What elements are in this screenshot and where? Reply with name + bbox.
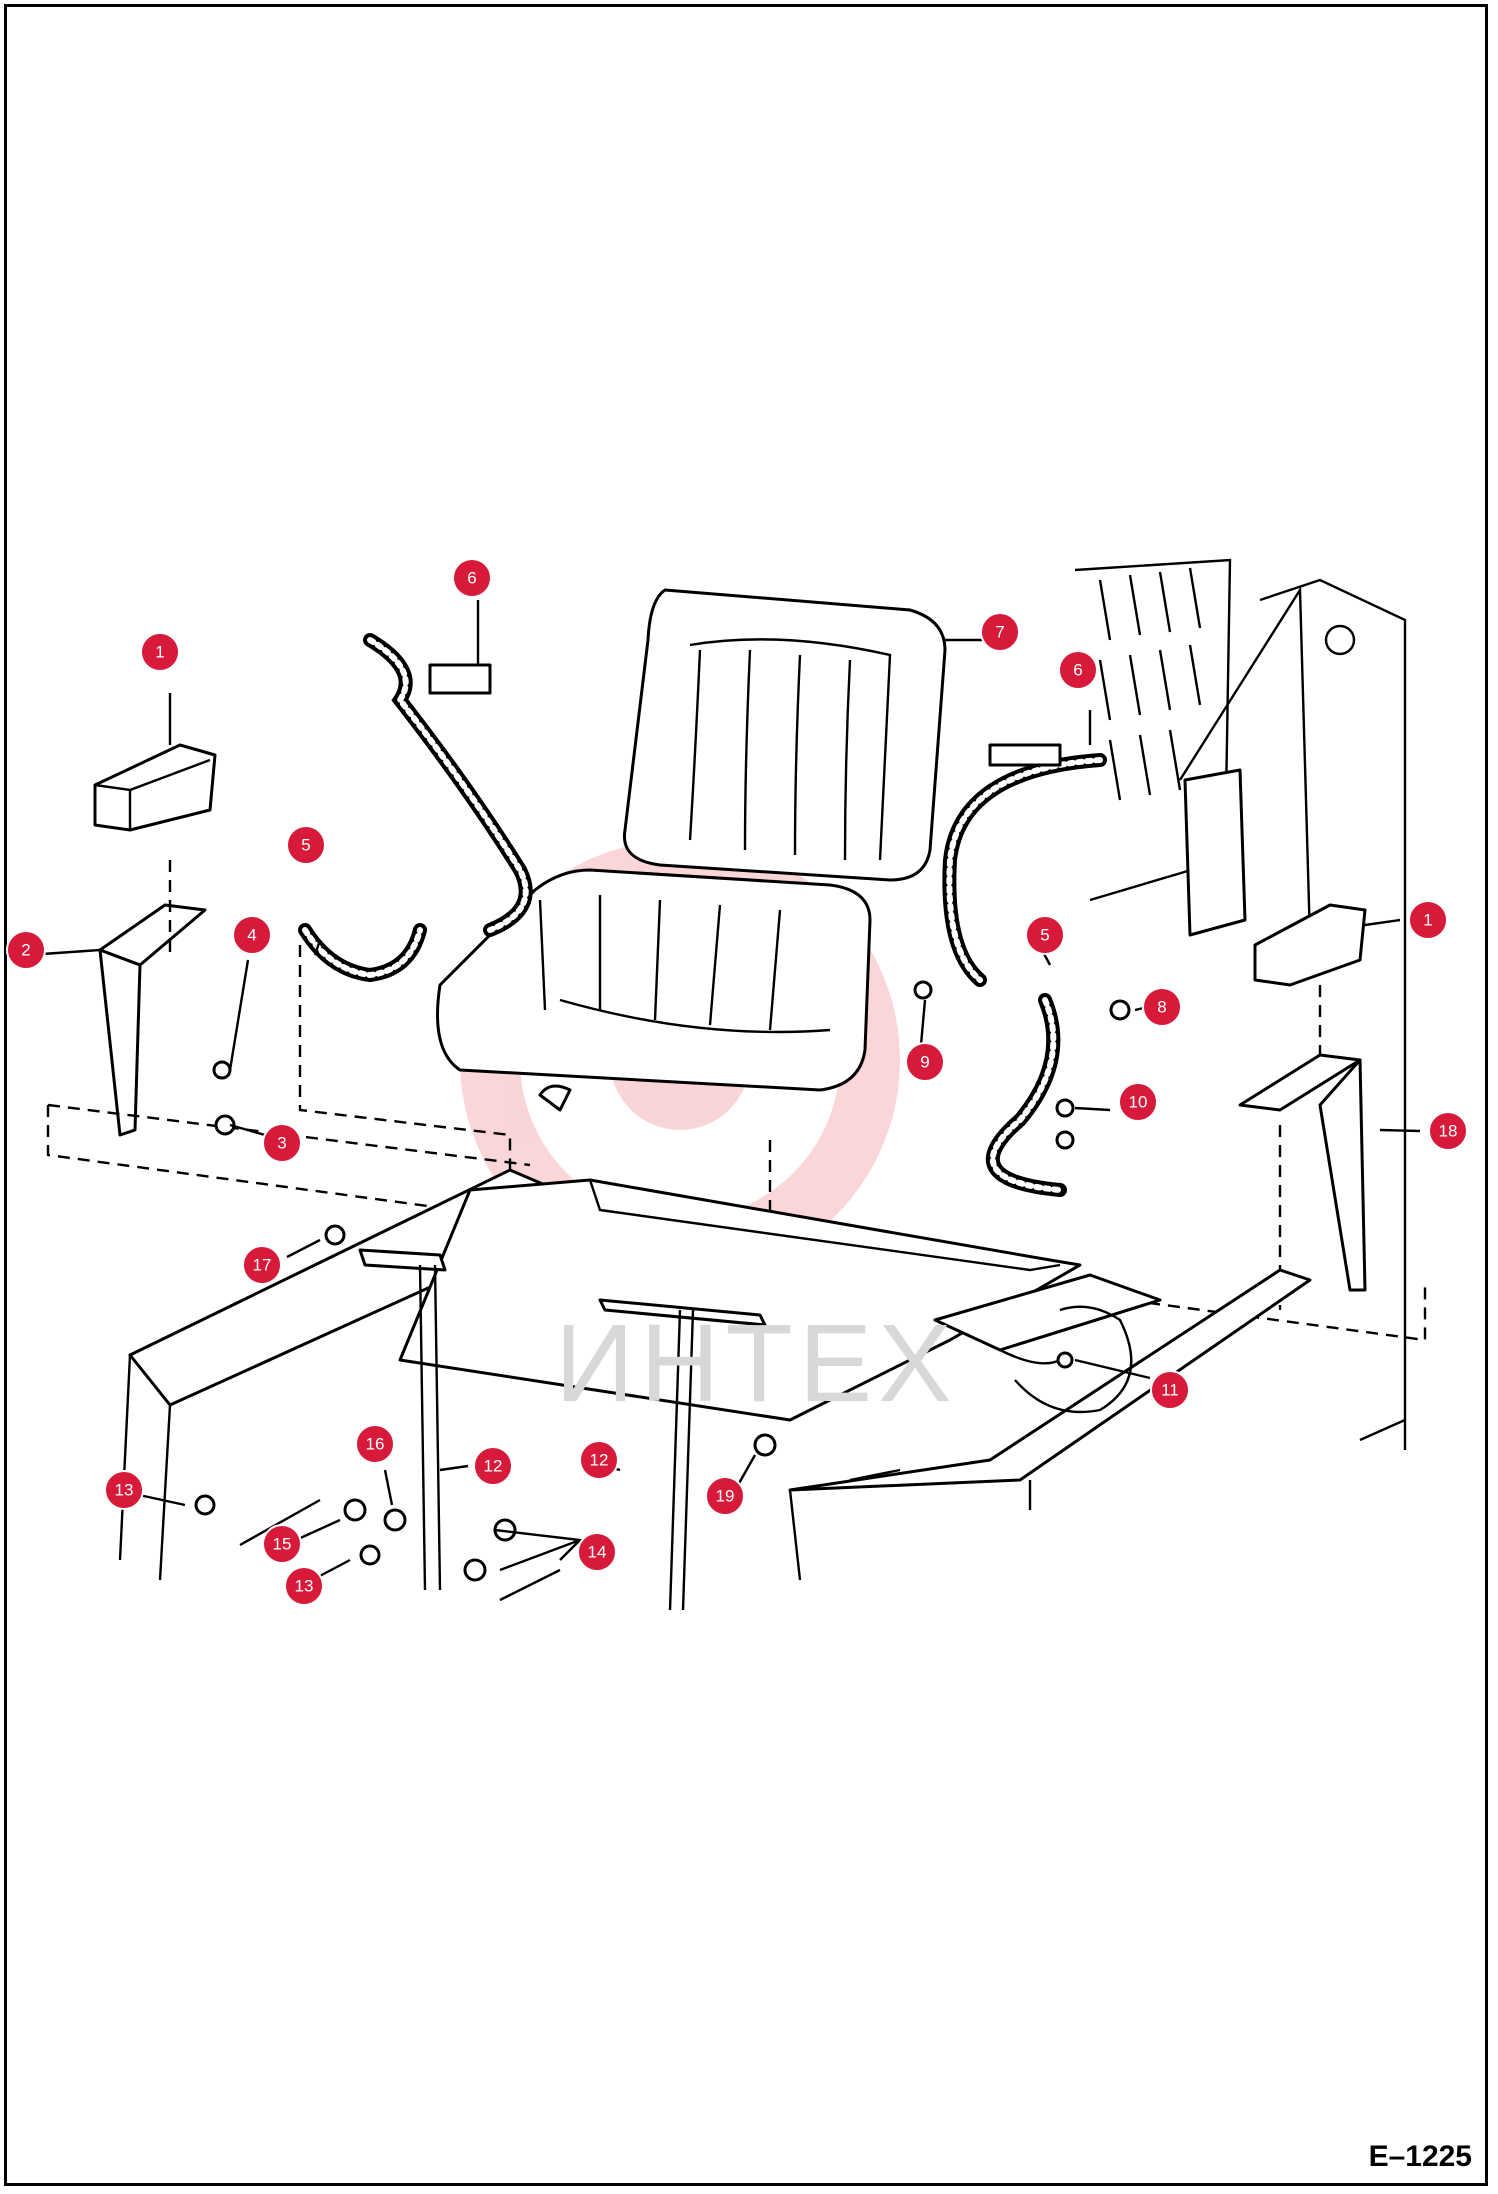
callout-marker (579, 1440, 619, 1480)
seat-belt-right-long (942, 743, 1107, 987)
callout-5: 5 (1025, 915, 1065, 955)
callout-label: 1 (155, 643, 164, 662)
callout-label: 12 (484, 1457, 503, 1476)
drawing-frame (4, 4, 1488, 2186)
callout-label: 11 (1161, 1381, 1179, 1400)
callout-marker (1428, 1111, 1468, 1151)
callout-marker (1150, 1370, 1190, 1410)
callout-label: 6 (1073, 661, 1082, 680)
seat-belt-left-short (298, 923, 427, 983)
callout-label: 16 (366, 1435, 385, 1454)
callout-marker (262, 1123, 302, 1163)
callout-18: 18 (1428, 1111, 1468, 1151)
callout-marker (286, 825, 326, 865)
armrest-bracket-right (1238, 1053, 1367, 1292)
callout-label: 2 (21, 941, 30, 960)
vent-grille (1074, 558, 1232, 902)
callout-label: 12 (590, 1451, 609, 1470)
callout-14: 14 (577, 1532, 617, 1572)
callout-marker (705, 1476, 745, 1516)
callout-19: 19 (705, 1476, 745, 1516)
callout-label: 13 (115, 1481, 134, 1500)
callout-label: 5 (1040, 926, 1049, 945)
callout-15: 15 (262, 1524, 302, 1564)
callout-8: 8 (1142, 987, 1182, 1027)
callout-1: 1 (140, 632, 180, 672)
callout-marker (473, 1446, 513, 1486)
callout-marker (140, 632, 180, 672)
callout-4: 4 (232, 915, 272, 955)
callout-marker (104, 1470, 144, 1510)
callout-label: 8 (1157, 998, 1166, 1017)
callout-label: 17 (253, 1256, 272, 1275)
callout-6: 6 (1058, 650, 1098, 690)
callout-marker (355, 1424, 395, 1464)
seat-frame (118, 1168, 1312, 1602)
callout-6: 6 (452, 558, 492, 598)
callout-7: 7 (980, 612, 1020, 652)
callout-marker (262, 1524, 302, 1564)
callout-label: 4 (247, 926, 256, 945)
callout-11: 11 (1150, 1370, 1190, 1410)
armrest-bracket-left (98, 903, 207, 1137)
callout-label: 1 (1423, 911, 1432, 930)
callout-label: 13 (295, 1577, 314, 1596)
callout-marker (1025, 915, 1065, 955)
seat-belt-left-long (363, 633, 533, 937)
callout-9: 9 (905, 1042, 945, 1082)
callout-marker (452, 558, 492, 598)
callout-label: 15 (273, 1535, 292, 1554)
seat-cushion (436, 868, 872, 1112)
fasteners (194, 980, 1131, 1582)
callout-marker (905, 1042, 945, 1082)
armrest-pad-right (1253, 903, 1367, 987)
callout-12: 12 (473, 1446, 513, 1486)
callout-3: 3 (262, 1123, 302, 1163)
callout-marker (1142, 987, 1182, 1027)
callout-marker (1408, 900, 1448, 940)
watermark-text: ИНТЕХ (555, 1302, 958, 1425)
callout-label: 5 (301, 836, 310, 855)
armrest-pad-left (93, 743, 217, 832)
callout-13: 13 (284, 1566, 324, 1606)
callout-16: 16 (355, 1424, 395, 1464)
callout-label: 7 (995, 623, 1004, 642)
callout-label: 9 (920, 1053, 929, 1072)
figure-code: E–1225 (1368, 2140, 1472, 2173)
seat-belt-right-short (985, 993, 1067, 1197)
callout-label: 19 (716, 1487, 735, 1506)
callout-5: 5 (286, 825, 326, 865)
callout-marker (577, 1532, 617, 1572)
callout-marker (242, 1245, 282, 1285)
seat-back (622, 588, 947, 882)
callout-13: 13 (104, 1470, 144, 1510)
callout-marker (980, 612, 1020, 652)
callout-12: 12 (579, 1440, 619, 1480)
callout-marker (1118, 1082, 1158, 1122)
callout-label: 10 (1129, 1093, 1148, 1112)
callout-marker (284, 1566, 324, 1606)
callout-marker (1058, 650, 1098, 690)
callout-label: 6 (467, 569, 476, 588)
support-rods (358, 1248, 767, 1611)
callout-marker (232, 915, 272, 955)
right-side-panel (1178, 578, 1407, 1450)
callout-label: 3 (277, 1134, 286, 1153)
callout-label: 18 (1439, 1122, 1458, 1141)
leader-lines (27, 600, 1421, 1580)
callout-label: 14 (588, 1543, 607, 1562)
callout-marker (6, 930, 46, 970)
callout-2: 2 (6, 930, 46, 970)
callout-1: 1 (1408, 900, 1448, 940)
callout-10: 10 (1118, 1082, 1158, 1122)
callout-17: 17 (242, 1245, 282, 1285)
